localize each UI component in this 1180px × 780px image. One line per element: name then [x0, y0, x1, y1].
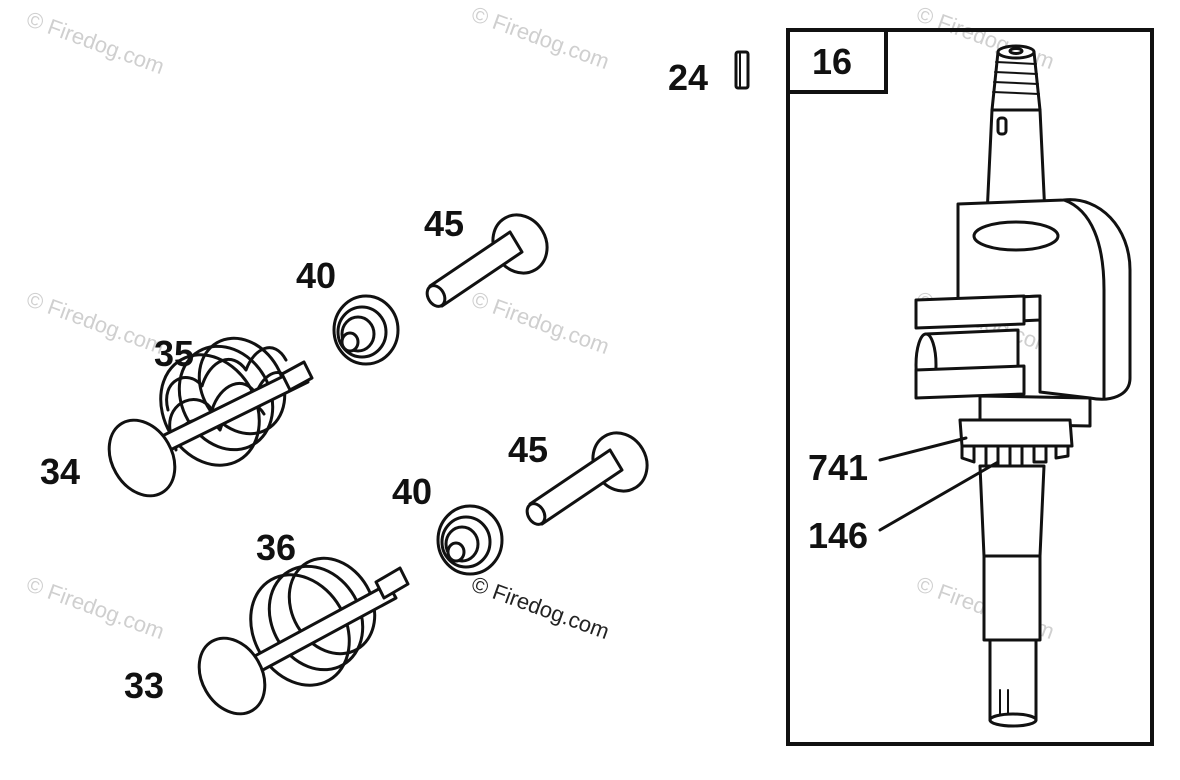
watermark-2: © Firedog.com — [468, 1, 612, 74]
leader-741 — [878, 436, 968, 462]
watermark-5: © Firedog.com — [468, 286, 612, 359]
valve-top: 34 — [40, 360, 314, 498]
watermarks: © Firedog.com © Firedog.com © Firedog.co… — [23, 1, 1057, 644]
callout-16: 16 — [812, 41, 852, 82]
watermark-7: © Firedog.com — [23, 571, 167, 644]
callout-146: 146 — [808, 515, 868, 556]
crankshaft — [914, 44, 1132, 728]
callout-36: 36 — [256, 527, 296, 568]
callout-45-bottom: 45 — [508, 429, 548, 470]
callout-40-top: 40 — [296, 255, 336, 296]
callout-45-top: 45 — [424, 203, 464, 244]
callout-35: 35 — [154, 333, 194, 374]
crankshaft-box: 16 — [786, 28, 1154, 746]
valve-guide-bottom: 45 — [508, 429, 649, 526]
watermark-center: © Firedog.com — [468, 571, 612, 644]
leader-146 — [878, 460, 1000, 532]
callout-24: 24 — [668, 57, 708, 98]
gear-741 — [958, 418, 1074, 468]
callout-40-bottom: 40 — [392, 471, 432, 512]
retainer-bottom: 40 — [392, 471, 504, 576]
watermark-1: © Firedog.com — [23, 6, 167, 79]
retainer-top: 40 — [296, 255, 400, 366]
spring-top: 35 — [154, 333, 294, 467]
callout-34: 34 — [40, 451, 80, 492]
part-key-24: 24 — [668, 50, 750, 98]
watermark-4: © Firedog.com — [23, 286, 167, 359]
callout-741: 741 — [808, 447, 868, 488]
callout-33: 33 — [124, 665, 164, 706]
valve-guide-top: 45 — [424, 203, 549, 308]
valve-bottom: 33 — [124, 566, 410, 716]
